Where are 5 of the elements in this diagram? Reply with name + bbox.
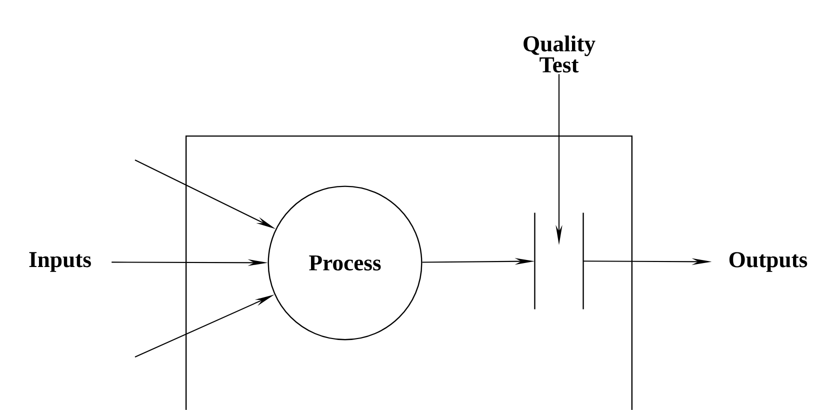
label: Quality Test xyxy=(524,36,596,73)
test-gate xyxy=(534,212,584,310)
label: Outputs xyxy=(729,252,808,272)
label: Inputs xyxy=(29,252,91,272)
system-boundary xyxy=(185,135,633,410)
